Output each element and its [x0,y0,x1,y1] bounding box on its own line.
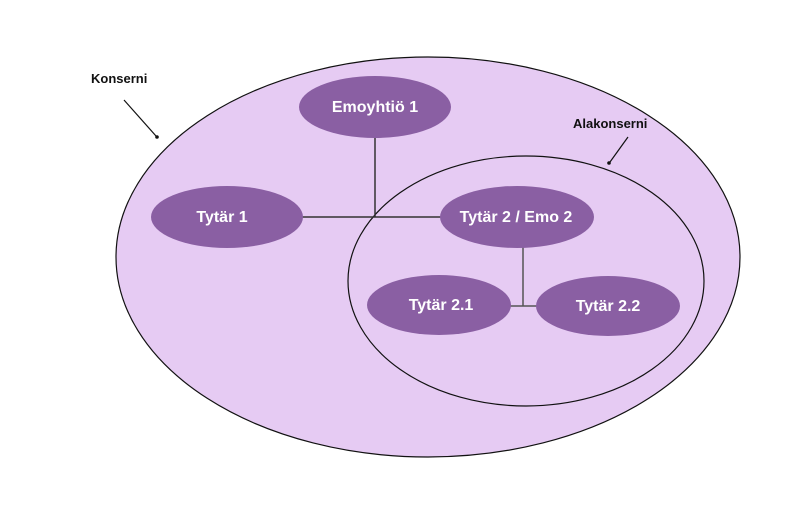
group-label-arrow [123,99,157,137]
node-parent-label: Emoyhtiö 1 [332,99,418,116]
subgroup-arrow-head [607,161,611,165]
group-boundary [115,56,741,458]
subgroup-label-arrow [609,136,629,163]
node-subsidiary-2-2-label: Tytär 2.2 [576,298,641,315]
node-subsidiary-2-2: Tytär 2.2 [536,276,680,336]
node-subsidiary-2-1-label: Tytär 2.1 [409,297,474,314]
node-parent: Emoyhtiö 1 [299,76,451,138]
node-subsidiary-1-label: Tytär 1 [196,209,247,226]
group-label: Konserni [91,71,147,86]
subgroup-label: Alakonserni [573,116,647,131]
node-subsidiary-1: Tytär 1 [151,186,303,248]
node-subsidiary-2: Tytär 2 / Emo 2 [440,186,594,248]
subgroup-boundary [347,155,705,407]
group-arrow-head [155,135,159,139]
node-subsidiary-2-1: Tytär 2.1 [367,275,511,335]
node-subsidiary-2-label: Tytär 2 / Emo 2 [460,209,573,226]
